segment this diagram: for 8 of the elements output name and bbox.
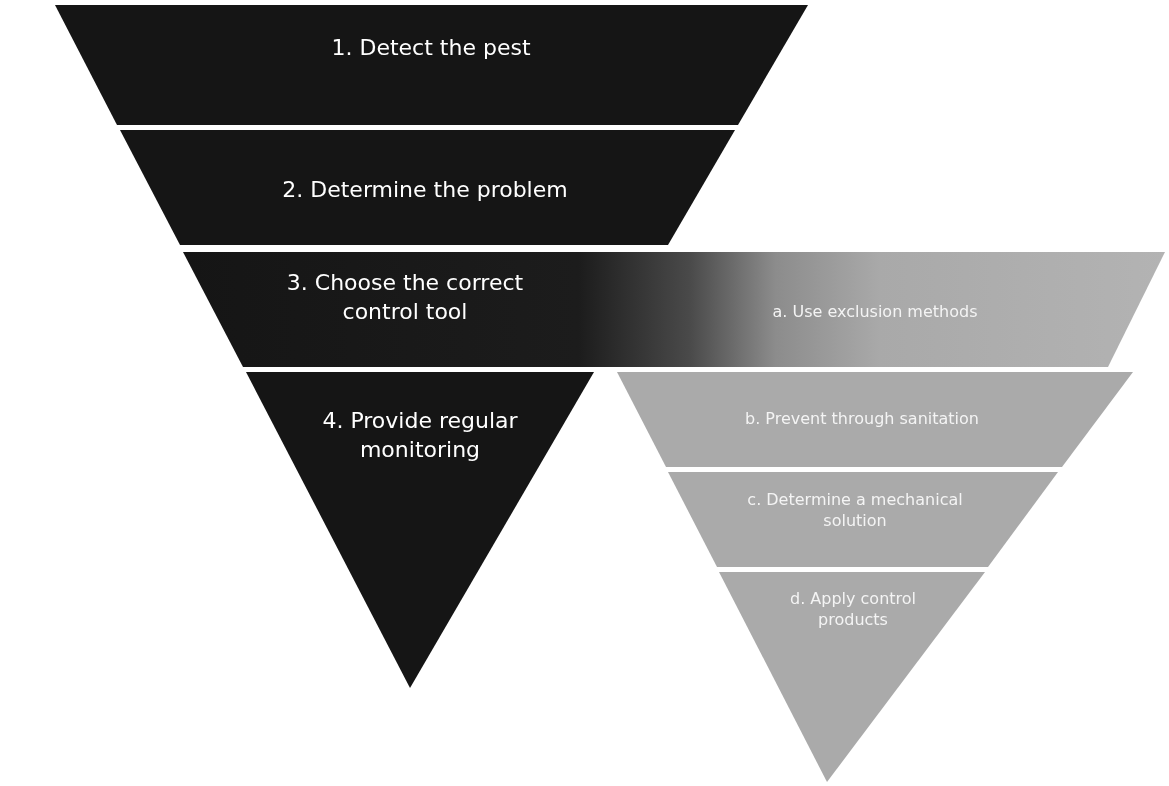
band-label: b. Prevent through sanitation bbox=[744, 408, 980, 430]
band-label: 1. Detect the pest bbox=[330, 33, 532, 62]
band-label: c. Determine a mechanical solution bbox=[746, 490, 964, 532]
band-label: 4. Provide regular monitoring bbox=[321, 407, 519, 464]
band-label: d. Apply control products bbox=[788, 589, 917, 631]
band-label: 3. Choose the correct control tool bbox=[285, 269, 525, 326]
band-label: a. Use exclusion methods bbox=[771, 301, 979, 323]
band-label: 2. Determine the problem bbox=[281, 175, 569, 204]
